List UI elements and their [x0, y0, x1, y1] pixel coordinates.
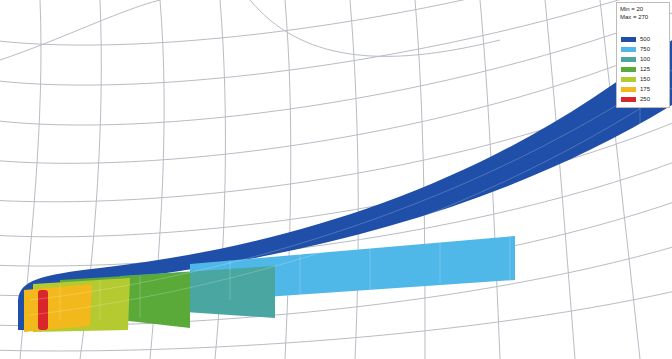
legend-value: 750 [640, 46, 650, 53]
legend-swatch [621, 57, 636, 62]
legend-swatch [621, 37, 636, 42]
legend-value: 100 [640, 56, 650, 63]
range-label: Max = 270 [620, 14, 648, 21]
legend-value: 150 [640, 76, 650, 83]
legend-value: 500 [640, 36, 650, 43]
legend-value: 125 [640, 66, 650, 73]
range-label: Min = 20 [620, 6, 643, 13]
legend-swatch [621, 97, 636, 102]
legend-swatch [621, 67, 636, 72]
legend-value: 175 [640, 86, 650, 93]
legend-swatch [621, 87, 636, 92]
legend-swatch [621, 77, 636, 82]
legend-swatch [621, 47, 636, 52]
legend-value: 250 [640, 96, 650, 103]
